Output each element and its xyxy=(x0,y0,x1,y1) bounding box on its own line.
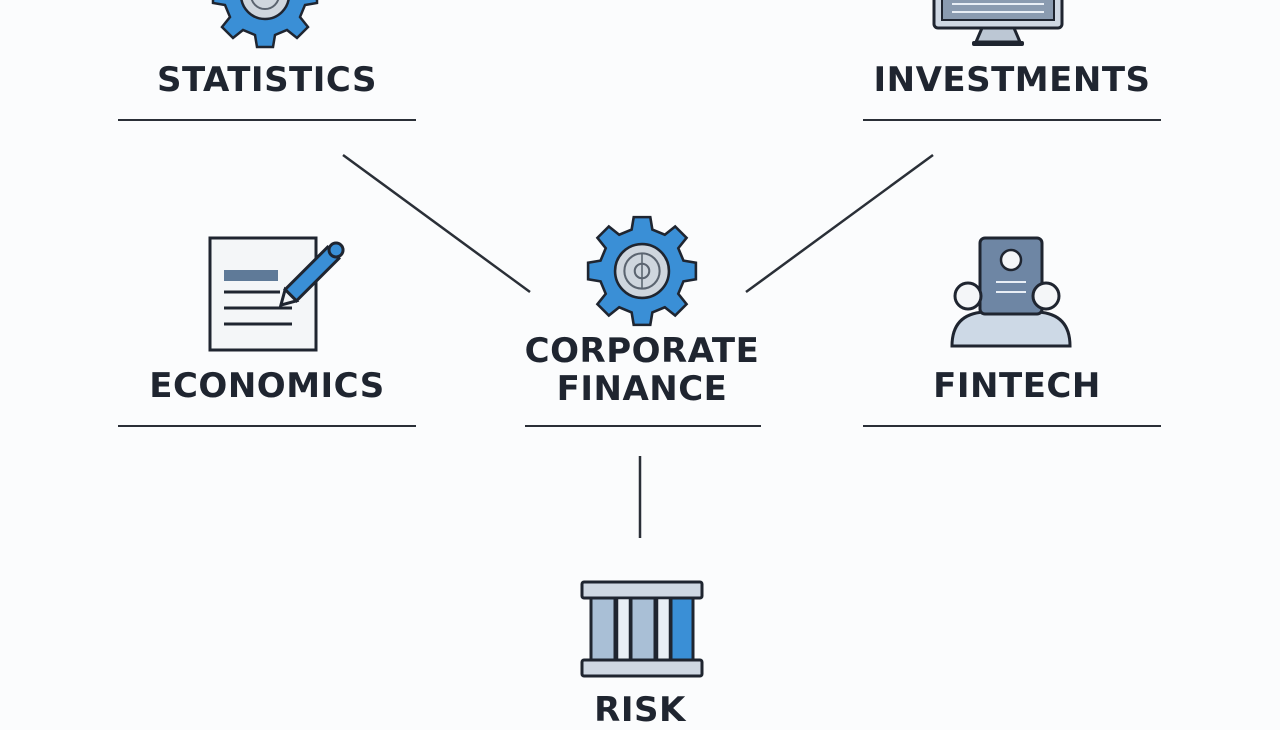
underline-economics xyxy=(118,425,416,427)
center-gear-icon xyxy=(585,214,699,328)
node-label-economics: ECONOMICS xyxy=(149,366,385,406)
connector-statistics xyxy=(342,153,531,294)
node-label-statistics: STATISTICS xyxy=(157,60,377,100)
node-label-fintech: FINTECH xyxy=(933,366,1101,406)
node-label-risk: RISK xyxy=(594,690,686,730)
bank-building-icon xyxy=(579,578,705,682)
node-label-investments: INVESTMENTS xyxy=(873,60,1151,100)
center-label-line1: CORPORATE xyxy=(524,331,760,371)
document-pencil-icon xyxy=(206,234,348,354)
node-label-center: CORPORATE FINANCE xyxy=(490,332,794,408)
underline-fintech xyxy=(863,425,1161,427)
underline-center xyxy=(525,425,761,427)
underline-investments xyxy=(863,119,1161,121)
person-id-card-icon xyxy=(948,234,1074,352)
monitor-chart-icon xyxy=(932,0,1064,52)
underline-statistics xyxy=(118,119,416,121)
connector-investments xyxy=(745,153,934,294)
center-label-line2: FINANCE xyxy=(556,369,728,409)
gear-icon xyxy=(210,0,320,50)
